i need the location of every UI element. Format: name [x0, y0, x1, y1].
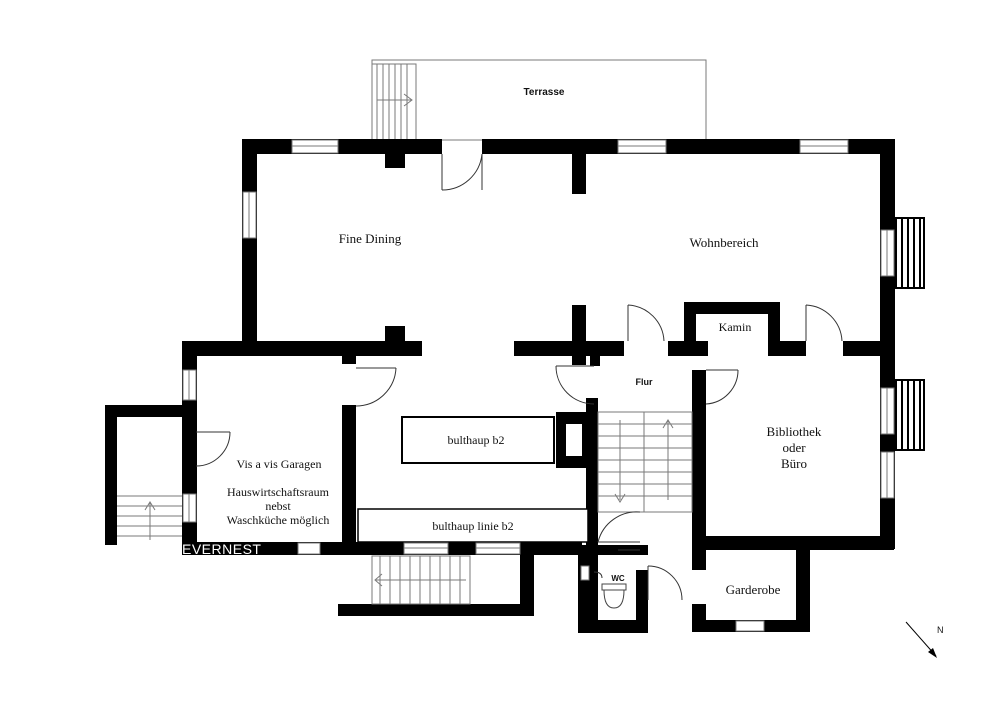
doors [195, 153, 843, 601]
walls [105, 139, 895, 633]
label-flur: Flur [636, 377, 653, 387]
main-staircase [597, 411, 693, 513]
terrace [371, 59, 707, 141]
label-wohnbereich: Wohnbereich [690, 235, 759, 250]
label-bulthaup-b2: bulthaup b2 [448, 433, 505, 447]
windows [182, 139, 895, 632]
annex-staircase [117, 495, 182, 540]
label-garderobe: Garderobe [726, 582, 781, 597]
label-vis-a-vis: Vis a vis Garagen [237, 457, 322, 471]
label-bibliothek-2: oder [782, 440, 806, 455]
kitchen-counters [357, 416, 589, 543]
lower-staircase [371, 555, 471, 605]
label-hauswirtschaft-3: Waschküche möglich [227, 513, 330, 527]
label-bibliothek-1: Bibliothek [767, 424, 822, 439]
compass-north-label: N [937, 625, 944, 635]
right-external-steps [895, 217, 925, 451]
wc-fixture [593, 571, 627, 609]
label-terrasse: Terrasse [524, 87, 565, 98]
evernest-watermark: EVERNEST [182, 541, 261, 557]
label-hauswirtschaft-1: Hauswirtschaftsraum [227, 485, 330, 499]
label-wc: WC [611, 574, 625, 583]
label-bibliothek-3: Büro [781, 456, 807, 471]
label-fine-dining: Fine Dining [339, 231, 402, 246]
label-kamin: Kamin [719, 320, 752, 334]
label-hauswirtschaft-2: nebst [265, 499, 291, 513]
terrace-stairs [376, 64, 413, 140]
north-compass: N [905, 621, 944, 658]
label-bulthaup-linie: bulthaup linie b2 [432, 519, 513, 533]
